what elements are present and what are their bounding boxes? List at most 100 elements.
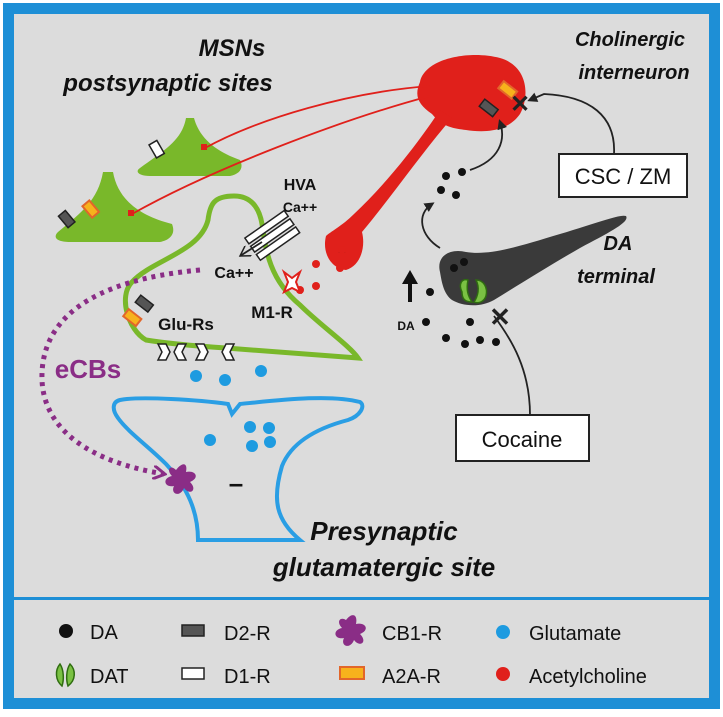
acetylcholine-dot	[312, 282, 320, 290]
legend-glutamate-symbol	[496, 625, 510, 639]
legend-glutamate-label: Glutamate	[529, 623, 621, 645]
acetylcholine-dot	[336, 264, 344, 272]
legend-cb1r-symbol	[335, 615, 366, 646]
legend-da-label: DA	[90, 622, 118, 644]
presyn-title: Presynaptic	[310, 516, 458, 546]
da-dot	[492, 338, 500, 346]
hva-calcium-channel	[243, 209, 301, 262]
postsynaptic-spine	[122, 193, 363, 361]
glutamate-receptors	[156, 343, 236, 361]
ecbs-label: eCBs	[55, 354, 121, 384]
legend-da-symbol	[59, 624, 73, 638]
da-dot-terminal	[460, 258, 468, 266]
dat-transporter	[459, 278, 474, 303]
da-to-interneuron-arrow	[469, 119, 507, 171]
hva-label: HVA	[284, 177, 317, 194]
da-dot	[476, 336, 484, 344]
legend-d2r-label: D2-R	[224, 623, 271, 645]
projection-to-msn-lower	[131, 95, 431, 215]
da-dot	[458, 168, 466, 176]
cocaine-block-x: ✕	[489, 302, 511, 332]
presyn-minus-sign: –	[229, 468, 243, 498]
acetylcholine-dot	[312, 260, 320, 268]
legend-acetylcholine-symbol	[496, 667, 510, 681]
d1-receptor-msn	[148, 139, 166, 159]
da-terminal-title: DA	[604, 233, 633, 255]
dat-transporter-half	[472, 279, 488, 304]
csc-zm-label: CSC / ZM	[575, 164, 672, 189]
da-increase-arrow	[402, 270, 418, 302]
acetylcholine-dot	[338, 246, 346, 254]
cocaine-arrow	[493, 315, 531, 416]
diagram-panel	[14, 14, 709, 597]
a2a-receptor-spine	[121, 307, 143, 328]
da-release-arrow	[421, 202, 441, 249]
glutamate-vesicle	[204, 434, 216, 446]
glutamate-vesicle	[246, 440, 258, 452]
legend-a2ar-label: A2A-R	[382, 666, 441, 688]
msns-title: MSNs	[199, 35, 266, 62]
glutamate-dot	[255, 365, 267, 377]
glutamate-vesicle	[263, 422, 275, 434]
a2a-receptor-interneuron	[496, 79, 519, 101]
projection-end-upper	[201, 144, 207, 150]
cholinergic-title: Cholinergic	[575, 29, 685, 51]
da-dot	[461, 340, 469, 348]
projection-end-lower	[128, 210, 134, 216]
da-dot-terminal	[450, 264, 458, 272]
da-dot	[437, 186, 445, 194]
cb1-receptor	[165, 464, 196, 494]
legend-panel	[14, 600, 709, 698]
ca-influx-arrow	[240, 241, 263, 256]
a2a-receptor-msn	[81, 199, 101, 220]
glutamate-vesicle	[244, 421, 256, 433]
cocaine-box	[455, 414, 590, 462]
d2-receptor-spine	[134, 294, 155, 314]
da-dot	[426, 288, 434, 296]
msn-neuron-upper	[137, 118, 242, 176]
ca-channel-label: Ca++	[283, 199, 317, 215]
legend-acetylcholine-label: Acetylcholine	[529, 666, 647, 688]
legend-d2r-symbol	[181, 624, 205, 637]
da-terminal	[439, 215, 627, 306]
csc-zm-box	[558, 153, 688, 198]
m1-receptor	[281, 269, 303, 295]
legend-dat-symbol-half	[65, 662, 75, 688]
legend-dat-symbol	[55, 662, 65, 688]
d2-receptor-msn	[57, 209, 77, 229]
legend-a2ar-symbol	[339, 666, 365, 680]
glutamate-vesicle	[264, 436, 276, 448]
presyn-subtitle: glutamatergic site	[272, 552, 496, 582]
da-dot	[452, 191, 460, 199]
d2-receptor-interneuron	[478, 98, 500, 118]
legend-dat-label: DAT	[90, 666, 129, 688]
glutamate-dot	[219, 374, 231, 386]
da-dot	[442, 334, 450, 342]
ecbs-retrograde-arrow	[39, 267, 201, 474]
legend-d1r-label: D1-R	[224, 666, 271, 688]
cholinergic-subtitle: interneuron	[578, 62, 689, 84]
msn-neuron-lower	[55, 172, 174, 242]
da-dot	[442, 172, 450, 180]
da-terminal-subtitle: terminal	[577, 266, 655, 288]
legend-d1r-symbol	[181, 667, 205, 680]
presynaptic-terminal	[111, 396, 365, 542]
ca-inside-label: Ca++	[214, 265, 253, 282]
cocaine-label: Cocaine	[482, 427, 563, 452]
glu-rs-label: Glu-Rs	[158, 315, 214, 334]
m1r-label: M1-R	[251, 303, 293, 322]
legend: DA DAT D2-R D1-R CB1-R A2A-R Glutamate A…	[55, 615, 647, 688]
cholinergic-soma	[417, 55, 526, 132]
legend-cb1r-label: CB1-R	[382, 623, 442, 645]
da-small-label: DA	[397, 319, 415, 333]
csc-zm-arrow	[527, 92, 615, 155]
da-dot	[466, 318, 474, 326]
da-dot	[422, 318, 430, 326]
glutamate-dot	[190, 370, 202, 382]
msns-subtitle: postsynaptic sites	[62, 70, 272, 97]
csc-zm-block-x: ✕	[510, 91, 530, 118]
cholinergic-axon	[324, 110, 452, 270]
projection-to-msn-upper	[204, 85, 431, 149]
